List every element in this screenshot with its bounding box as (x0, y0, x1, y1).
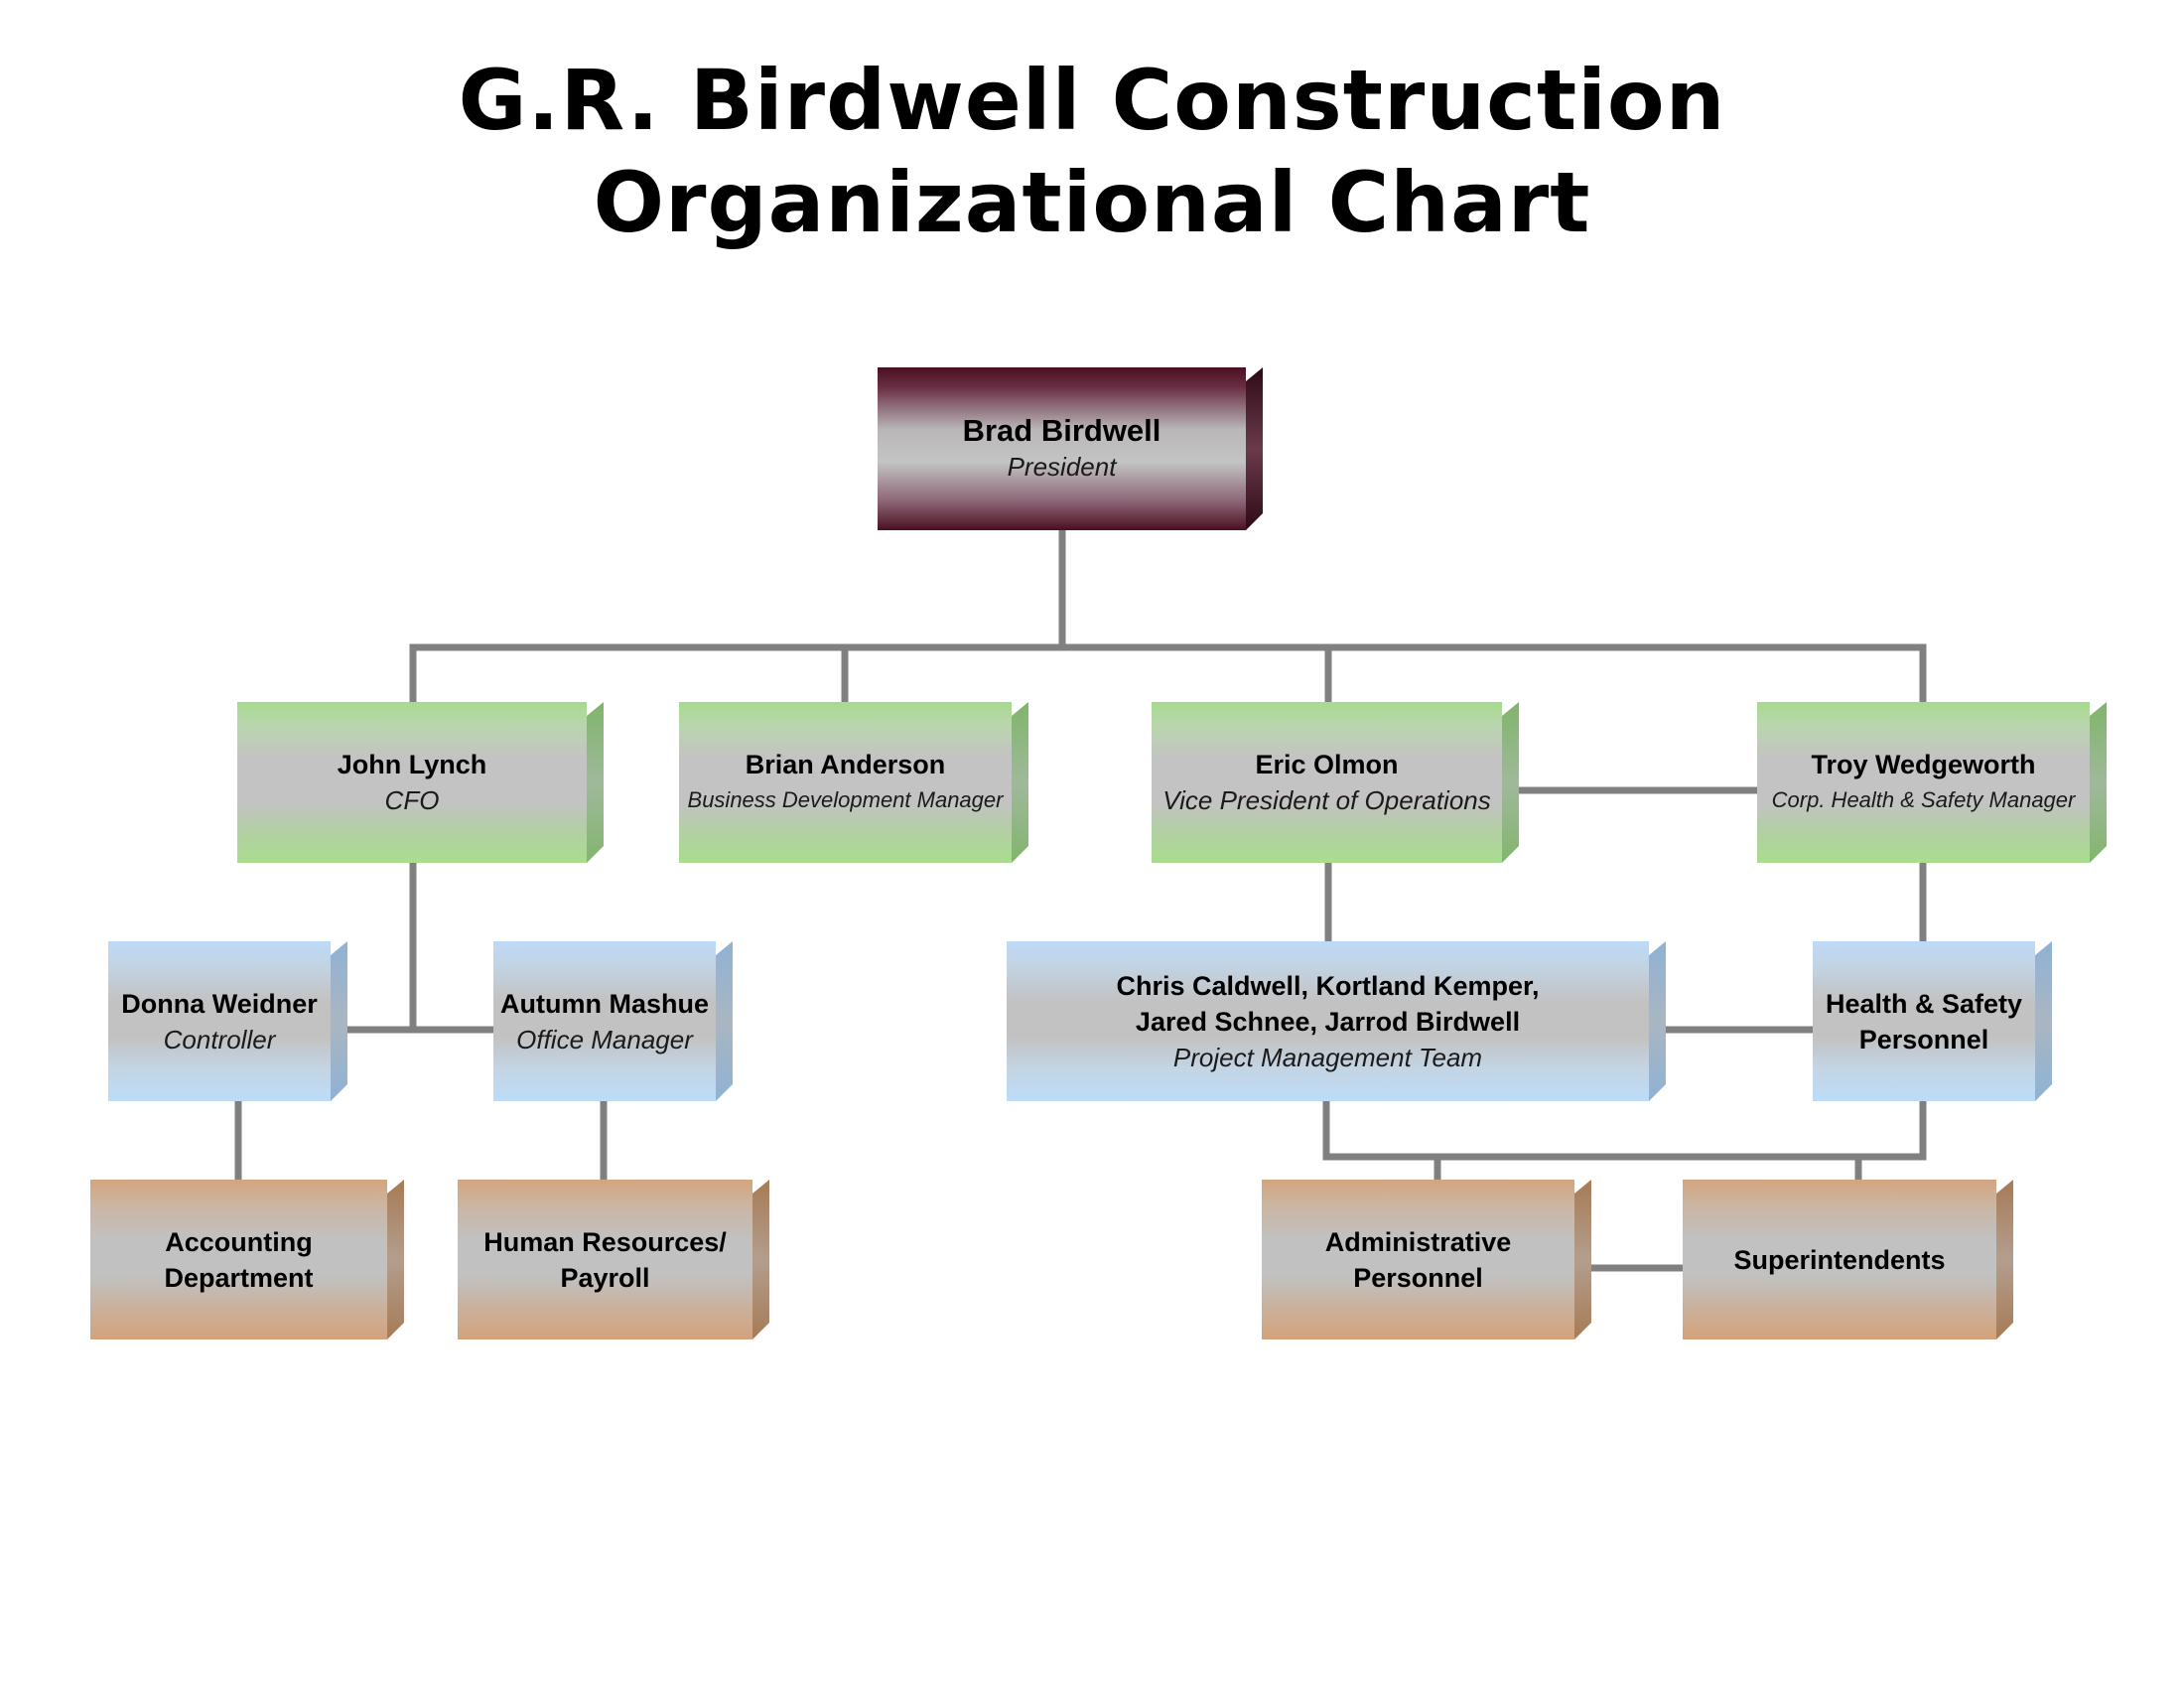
node-pm-team: Chris Caldwell, Kortland Kemper, Jared S… (1007, 941, 1666, 1101)
node-safety-mgr-name: Troy Wedgeworth (1811, 750, 2036, 779)
node-bizdev-role: Business Development Manager (687, 787, 1004, 812)
node-admin-line-1: Administrative (1324, 1226, 1512, 1257)
page-title: G.R. Birdwell Construction Organizationa… (0, 50, 2184, 254)
node-office-mgr: Autumn Mashue Office Manager (493, 941, 733, 1101)
node-admin: Administrative Personnel (1262, 1180, 1591, 1339)
node-controller-role: Controller (163, 1024, 276, 1055)
node-controller-name: Donna Weidner (121, 988, 318, 1019)
node-hs-personnel: Health & Safety Personnel (1813, 941, 2052, 1101)
node-supers: Superintendents (1683, 1180, 2013, 1339)
node-safety-mgr-role: Corp. Health & Safety Manager (1771, 787, 2076, 812)
title-line-1: G.R. Birdwell Construction (458, 52, 1726, 149)
node-hs-personnel-line-1: Health & Safety (1825, 988, 2023, 1019)
node-controller: Donna Weidner Controller (108, 941, 347, 1101)
node-accounting-line-1: Accounting (165, 1226, 313, 1257)
node-cfo: John Lynch CFO (237, 702, 604, 863)
node-bizdev-name: Brian Anderson (745, 750, 946, 779)
node-hs-personnel-line-2: Personnel (1858, 1024, 1989, 1055)
node-president-role: President (1007, 452, 1117, 482)
node-pm-team-name-2: Jared Schnee, Jarrod Birdwell (1135, 1006, 1521, 1037)
node-hr-line-1: Human Resources/ (483, 1226, 727, 1257)
node-hr: Human Resources/ Payroll (458, 1180, 769, 1339)
node-president-name: Brad Birdwell (962, 413, 1161, 448)
node-hr-line-2: Payroll (560, 1262, 650, 1293)
node-pm-team-role: Project Management Team (1172, 1042, 1483, 1072)
node-accounting-line-2: Department (164, 1262, 314, 1293)
node-safety-mgr: Troy Wedgeworth Corp. Health & Safety Ma… (1757, 702, 2107, 863)
node-accounting: Accounting Department (90, 1180, 404, 1339)
node-vp-ops-name: Eric Olmon (1255, 750, 1399, 779)
title-line-2: Organizational Chart (593, 154, 1591, 251)
node-admin-line-2: Personnel (1353, 1262, 1483, 1293)
node-president: Brad Birdwell President (878, 367, 1263, 530)
node-supers-line-1: Superintendents (1733, 1244, 1946, 1275)
node-office-mgr-name: Autumn Mashue (499, 988, 709, 1019)
node-office-mgr-role: Office Manager (516, 1024, 693, 1055)
node-vp-ops: Eric Olmon Vice President of Operations (1152, 702, 1519, 863)
node-cfo-name: John Lynch (337, 750, 487, 779)
node-pm-team-name-1: Chris Caldwell, Kortland Kemper, (1116, 970, 1540, 1001)
node-bizdev: Brian Anderson Business Development Mana… (679, 702, 1028, 863)
node-cfo-role: CFO (384, 785, 440, 815)
node-vp-ops-role: Vice President of Operations (1162, 785, 1491, 815)
